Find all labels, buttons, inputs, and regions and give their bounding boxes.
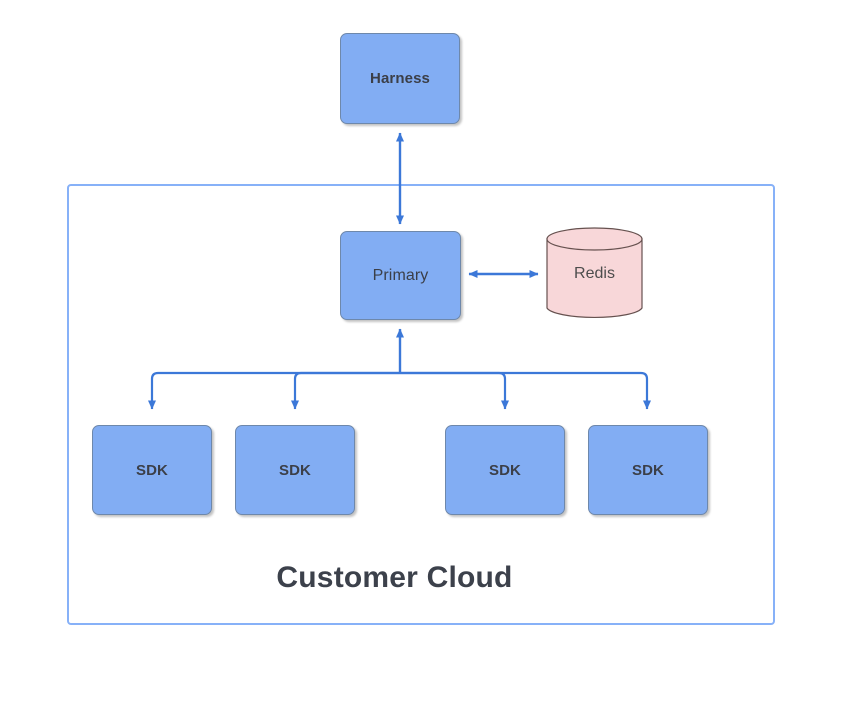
- node-redis[interactable]: Redis: [546, 227, 643, 320]
- customer-cloud-container: [67, 184, 775, 625]
- cylinder-shape: [546, 227, 643, 319]
- node-sdk-3-label: SDK: [489, 461, 521, 479]
- node-sdk-2[interactable]: SDK: [235, 425, 355, 515]
- customer-cloud-title: Customer Cloud: [67, 561, 722, 595]
- node-sdk-2-label: SDK: [279, 461, 311, 479]
- node-harness[interactable]: Harness: [340, 33, 460, 124]
- node-sdk-3[interactable]: SDK: [445, 425, 565, 515]
- node-primary-label: Primary: [372, 266, 429, 284]
- node-sdk-4-label: SDK: [632, 461, 664, 479]
- node-sdk-1-label: SDK: [136, 461, 168, 479]
- node-primary[interactable]: Primary: [340, 231, 461, 320]
- node-sdk-1[interactable]: SDK: [92, 425, 212, 515]
- node-sdk-4[interactable]: SDK: [588, 425, 708, 515]
- node-harness-label: Harness: [370, 70, 430, 87]
- customer-cloud-title-text: Customer Cloud: [276, 561, 513, 594]
- node-redis-label: Redis: [574, 264, 615, 282]
